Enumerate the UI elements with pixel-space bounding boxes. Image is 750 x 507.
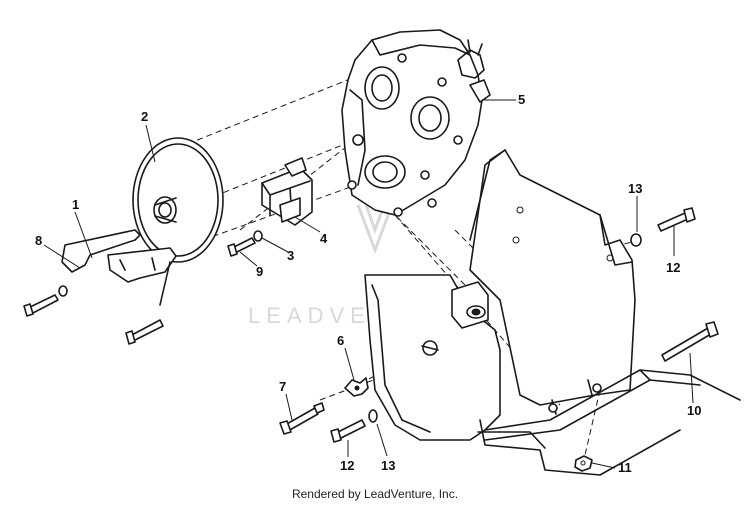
frame-chassis — [364, 149, 741, 476]
callout-8: 8 — [35, 233, 42, 248]
callout-13-upper: 13 — [628, 181, 642, 196]
callout-12-upper: 12 — [666, 260, 680, 275]
callout-2: 2 — [141, 109, 148, 124]
callout-5: 5 — [518, 92, 525, 107]
callout-10: 10 — [687, 403, 701, 418]
callout-13-lower: 13 — [381, 458, 395, 473]
frame-side-plate — [469, 149, 636, 406]
callout-6: 6 — [337, 333, 344, 348]
callout-9: 9 — [256, 264, 263, 279]
hardware — [23, 207, 719, 472]
callout-1: 1 — [72, 197, 79, 212]
credit-text: Rendered by LeadVenture, Inc. — [291, 487, 459, 501]
callout-11: 11 — [618, 460, 632, 475]
bracket — [261, 157, 313, 226]
callout-labels: 1 2 3 4 5 6 7 8 9 10 11 12 12 13 13 — [35, 92, 701, 475]
belt-guide — [61, 229, 177, 306]
callout-3: 3 — [287, 248, 294, 263]
frame-pivot-block — [451, 281, 489, 329]
pulley-disc — [132, 137, 224, 263]
callout-4: 4 — [320, 231, 328, 246]
callout-12-lower: 12 — [340, 458, 354, 473]
transmission-housing — [341, 29, 491, 217]
leader-lines — [43, 99, 694, 469]
callout-7: 7 — [279, 379, 286, 394]
watermark-logo-icon — [356, 204, 394, 255]
